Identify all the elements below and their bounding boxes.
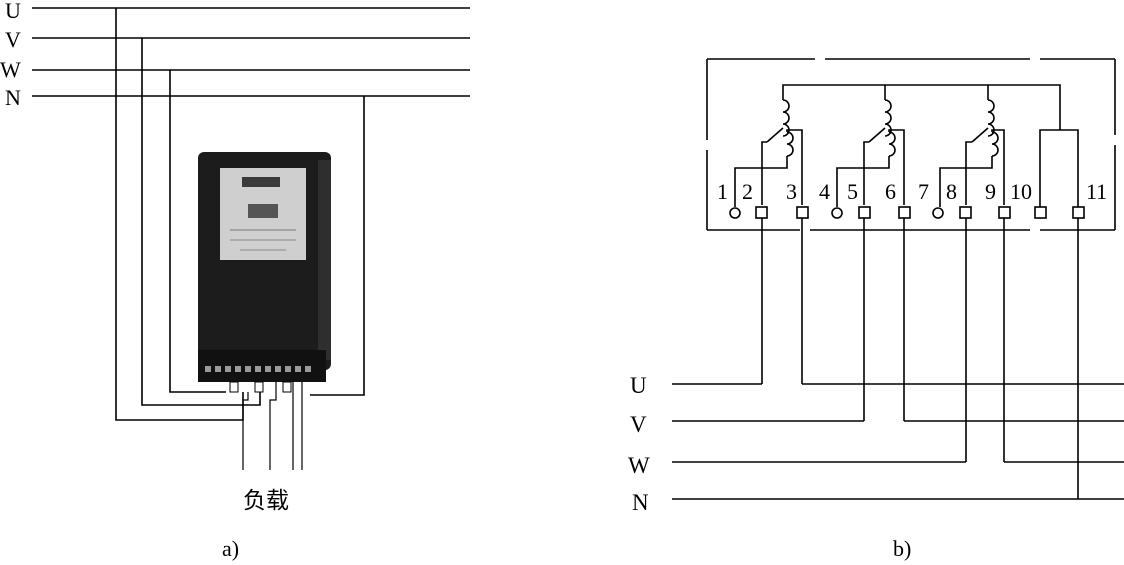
terminal-1 (729, 207, 741, 219)
bus-label-n: N (5, 85, 21, 110)
terminal-numbers: 1 2 3 4 5 6 7 8 9 10 11 (717, 179, 1107, 204)
terminal-tab (229, 381, 239, 393)
terminal-number: 4 (819, 179, 830, 204)
terminal-tab (282, 381, 292, 393)
panel-b: 1 2 3 4 5 6 7 8 9 10 11 (628, 58, 1124, 561)
line-label-u: U (630, 373, 647, 398)
bus-label-w: W (0, 57, 21, 82)
terminal-screws (205, 366, 311, 372)
current-coil-1 (786, 131, 794, 157)
bus-label-v: V (5, 27, 21, 52)
meter-element-2 (836, 99, 905, 207)
meter-element-1 (734, 99, 803, 207)
terminal-10-11-link (1039, 129, 1079, 207)
terminal-8 (959, 206, 972, 219)
terminal-number: 6 (885, 179, 896, 204)
meter-counter (242, 177, 280, 187)
terminal-9 (998, 206, 1011, 219)
terminal-number: 7 (918, 179, 929, 204)
supply-lines (672, 383, 1124, 500)
line-label-w: W (628, 453, 650, 478)
current-coil-2 (888, 131, 896, 157)
meter-outline (706, 58, 1116, 231)
feed-wire-n (310, 96, 365, 396)
bus-lines (32, 7, 470, 97)
current-coil-3 (991, 131, 999, 157)
meter-element-3 (939, 99, 1005, 207)
terminal-tab (254, 381, 264, 393)
terminal-2 (755, 206, 768, 219)
meter-side-shade (318, 160, 331, 360)
load-wire (242, 392, 249, 470)
energy-meter (198, 152, 331, 393)
load-wire (269, 382, 277, 470)
load-wires (242, 382, 303, 470)
feed-wire-w (169, 70, 226, 393)
terminal-5 (858, 206, 871, 219)
terminal-number: 11 (1086, 179, 1107, 204)
terminals (729, 206, 1085, 219)
terminal-number: 8 (946, 179, 957, 204)
terminal-number: 1 (717, 179, 728, 204)
load-label: 负载 (243, 488, 289, 514)
line-label-n: N (632, 490, 649, 515)
voltage-common-bus (782, 84, 1061, 130)
meter-rotor-window (248, 204, 278, 218)
terminal-number: 3 (786, 179, 797, 204)
terminal-3 (796, 206, 809, 219)
terminal-number: 5 (847, 179, 858, 204)
terminal-11 (1072, 206, 1085, 219)
caption-b: b) (893, 536, 911, 561)
terminal-7 (932, 207, 944, 219)
feed-wire-v (141, 38, 261, 406)
terminal-6 (898, 206, 911, 219)
terminal-10 (1034, 206, 1047, 219)
line-label-v: V (630, 412, 647, 437)
terminal-number: 10 (1010, 179, 1032, 204)
terminal-number: 9 (985, 179, 996, 204)
terminal-drops (761, 218, 1079, 499)
caption-a: a) (222, 536, 239, 561)
bus-label-u: U (5, 0, 21, 23)
panel-a: U V W N (0, 0, 470, 561)
terminal-number: 2 (742, 179, 753, 204)
terminal-4 (831, 207, 843, 219)
